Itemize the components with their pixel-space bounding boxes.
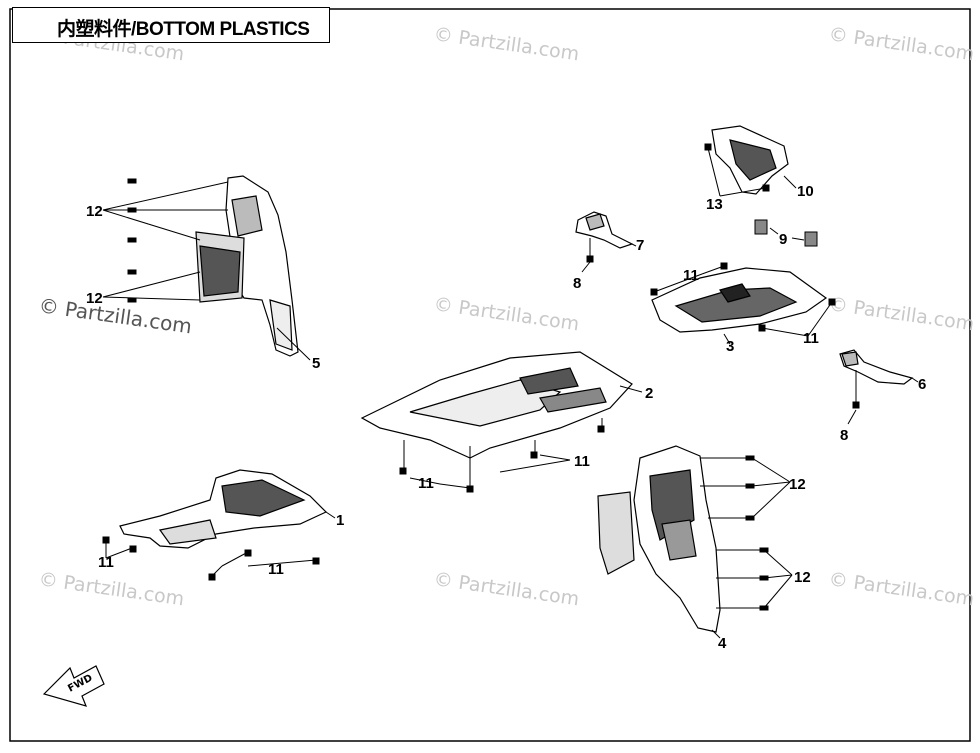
part-1-left-floor[interactable] (119, 469, 328, 549)
fastener-part10 (704, 143, 797, 197)
watermark: © Partzilla.com (432, 568, 580, 610)
callout-7[interactable]: 7 (636, 237, 644, 254)
callout-12[interactable]: 12 (86, 290, 103, 307)
callout-1[interactable]: 1 (336, 512, 344, 529)
watermark: © Partzilla.com (432, 23, 580, 65)
callout-9[interactable]: 9 (779, 231, 787, 248)
fastener-group-lower-left (102, 511, 336, 581)
watermark-dark: © Partzilla.com (37, 293, 193, 338)
part-5-left-side-panel[interactable] (195, 175, 299, 357)
callout-11[interactable]: 11 (98, 554, 114, 571)
title-box: 内塑料件/BOTTOM PLASTICS (12, 7, 330, 43)
fastener-group-center (399, 385, 643, 493)
callout-6[interactable]: 6 (918, 376, 926, 393)
leader-part9 (769, 227, 805, 241)
callout-10[interactable]: 10 (797, 183, 814, 200)
fastener-part6 (847, 370, 919, 425)
callout-11[interactable]: 11 (574, 453, 590, 470)
diagram-title: 内塑料件/BOTTOM PLASTICS (57, 19, 310, 40)
watermark: © Partzilla.com (432, 293, 580, 335)
callout-11[interactable]: 11 (803, 330, 819, 347)
callout-12[interactable]: 12 (789, 476, 806, 493)
callout-12[interactable]: 12 (86, 203, 103, 220)
callout-11[interactable]: 11 (268, 561, 284, 578)
part-6-bracket[interactable] (839, 349, 914, 385)
callout-11[interactable]: 11 (683, 267, 699, 284)
callout-8[interactable]: 8 (573, 275, 581, 292)
part-9-clips[interactable] (754, 219, 818, 247)
diagram-border (9, 8, 971, 742)
callout-labels: 1 2 3 4 5 6 7 8 8 9 10 11 11 11 11 11 11… (86, 183, 926, 652)
callout-11[interactable]: 11 (418, 475, 434, 492)
callout-5[interactable]: 5 (312, 355, 320, 372)
fastener-part7 (581, 238, 637, 273)
part-2-center-floor[interactable] (360, 351, 633, 459)
fastener-group-left (102, 178, 311, 361)
callout-2[interactable]: 2 (645, 385, 653, 402)
callout-4[interactable]: 4 (718, 635, 727, 652)
watermark: © Partzilla.com (37, 568, 185, 610)
watermark: © Partzilla.com (827, 568, 975, 610)
fastener-group-right (700, 455, 793, 639)
part-3-right-floor[interactable] (651, 267, 828, 333)
part-4-right-side-panel[interactable] (597, 445, 721, 633)
watermark: © Partzilla.com (827, 23, 975, 65)
callout-8[interactable]: 8 (840, 427, 848, 444)
callout-13[interactable]: 13 (706, 196, 723, 213)
forward-arrow-icon: FWD (42, 665, 105, 707)
watermark: © Partzilla.com (827, 293, 975, 335)
part-10-top-cover[interactable] (711, 125, 789, 195)
callout-12[interactable]: 12 (794, 569, 811, 586)
part-7-bracket[interactable] (575, 211, 634, 249)
callout-3[interactable]: 3 (726, 338, 734, 355)
fastener-group-part3 (650, 262, 836, 345)
